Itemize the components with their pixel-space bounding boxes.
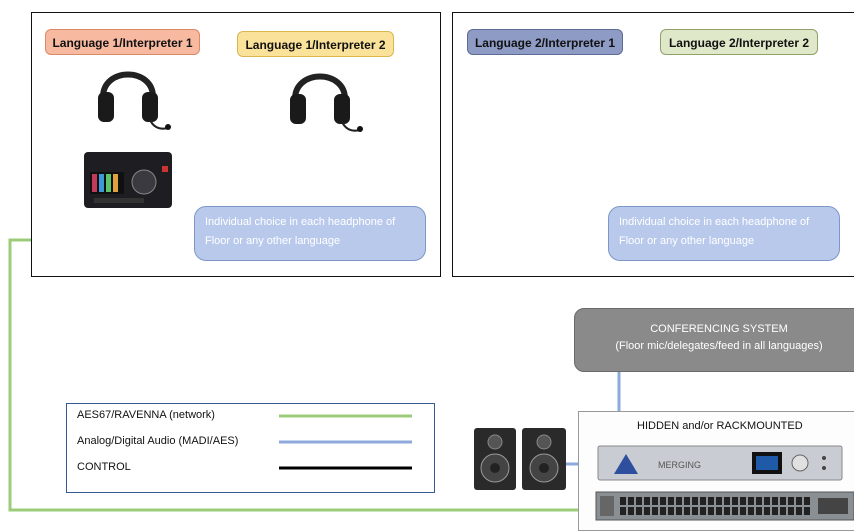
- note-left-line2: Floor or any other language: [205, 235, 341, 247]
- merging-brand-text: MERGING: [658, 460, 701, 470]
- conferencing-subtitle: (Floor mic/delegates/feed in all languag…: [615, 340, 823, 352]
- tag-l1-interpreter1: Language 1/Interpreter 1: [45, 29, 200, 55]
- network-switch-icon: [595, 491, 854, 521]
- tag-l2-interpreter1: Language 2/Interpreter 1: [467, 29, 623, 55]
- legend: AES67/RAVENNA (network) Analog/Digital A…: [66, 403, 435, 493]
- merging-device-icon: MERGING: [597, 445, 843, 481]
- conferencing-system: CONFERENCING SYSTEM (Floor mic/delegates…: [574, 308, 854, 372]
- conferencing-title: CONFERENCING SYSTEM: [650, 323, 788, 335]
- speaker-icon: [474, 428, 516, 490]
- rack-title: HIDDEN and/or RACKMOUNTED: [637, 420, 803, 432]
- note-right-line2: Floor or any other language: [619, 235, 755, 247]
- headset-icon: [98, 71, 171, 130]
- speaker-icon: [522, 428, 566, 490]
- audio-interface-icon: [84, 152, 172, 208]
- legend-audio-label: Analog/Digital Audio (MADI/AES): [77, 435, 239, 447]
- headset-icon: [290, 73, 363, 132]
- tag-l2-interpreter2: Language 2/Interpreter 2: [660, 29, 818, 55]
- note-right-line1: Individual choice in each headphone of: [619, 216, 810, 228]
- legend-network-label: AES67/RAVENNA (network): [77, 409, 215, 421]
- note-left-line1: Individual choice in each headphone of: [205, 216, 396, 228]
- legend-control-label: CONTROL: [77, 461, 131, 473]
- note-left: Individual choice in each headphone of F…: [194, 206, 426, 261]
- tag-l1-interpreter2: Language 1/Interpreter 2: [237, 31, 394, 57]
- legend-swatches: [279, 414, 412, 470]
- note-right: Individual choice in each headphone of F…: [608, 206, 840, 261]
